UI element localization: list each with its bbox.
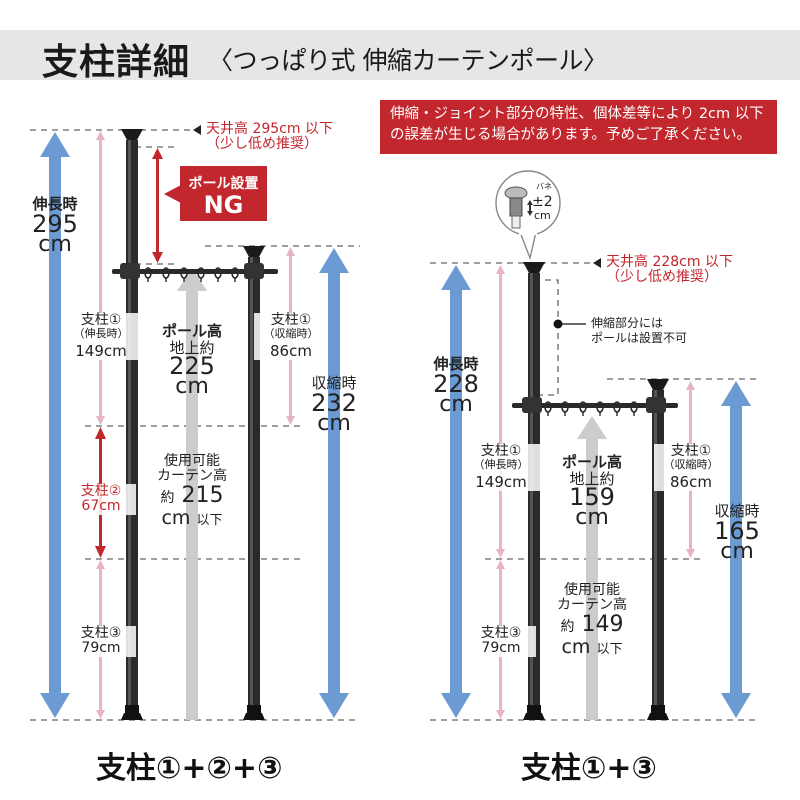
left-pole-ng-badge: ポール設置 NG	[180, 166, 267, 221]
right-diagram	[430, 170, 760, 721]
ng-pointer-icon	[164, 185, 181, 203]
left-pole1-ext-label: 支柱① （伸長時） 149cm	[62, 312, 140, 360]
right-retracted-label: 収縮時 165 cm	[714, 502, 760, 564]
left-extended-label: 伸長時 295 cm	[32, 195, 78, 257]
title-bar	[0, 30, 800, 80]
right-rod-height-arrow-icon	[577, 416, 607, 720]
right-pole3-label: 支柱③ 79cm	[466, 625, 536, 657]
left-curtain-rod	[112, 263, 278, 283]
tolerance-notice: 伸縮・ジョイント部分の特性、個体差等により 2cm 以下 の誤差が生じる場合があ…	[380, 100, 777, 154]
spring-tolerance: ±2 cm	[532, 194, 553, 222]
page-title: 支柱詳細	[42, 42, 191, 83]
right-pole1-ext-arrow-icon	[496, 265, 505, 558]
right-rod-height-label: ポール高 地上約 159 cm	[561, 453, 622, 530]
notice-line-1: 伸縮・ジョイント部分の特性、個体差等により 2cm 以下	[390, 106, 764, 122]
left-caption: 支柱①+②+③	[96, 751, 283, 786]
right-pole1-ext-label: 支柱① （伸長時） 149cm	[462, 443, 540, 491]
extension-callout: 伸縮部分には ポールは設置不可	[591, 316, 688, 345]
right-extended-label: 伸長時 228 cm	[433, 355, 479, 417]
right-ceiling-height: 天井高 228cm 以下 （少し低め推奨）	[606, 254, 733, 286]
page-subtitle: 〈つっぱり式 伸縮カーテンポール〉	[208, 46, 608, 75]
left-rod-height-label: ポール高 地上約 225 cm	[161, 322, 222, 399]
notice-line-2: の誤差が生じる場合があります。予めご了承ください。	[390, 127, 752, 143]
left-ceiling-pointer-icon	[193, 125, 201, 135]
right-pole-b	[647, 379, 669, 720]
left-pole3-label: 支柱③ 79cm	[66, 625, 136, 657]
left-pole1-ext-arrow-icon	[96, 131, 105, 425]
left-pole-b	[243, 246, 265, 720]
left-curtain-height-label: 使用可能 カーテン高 約 215 cm 以下	[157, 453, 227, 529]
left-extended-arrow-icon	[40, 132, 70, 718]
right-pole1-ret-label: 支柱① （収縮時） 86cm	[654, 443, 728, 491]
left-pole2-label: 支柱② 67cm	[66, 483, 136, 515]
left-ceiling-height: 天井高 295cm 以下 （少し低め推奨）	[206, 121, 333, 153]
left-pole-a	[121, 129, 143, 720]
left-rod-height-arrow-icon	[177, 268, 207, 720]
right-curtain-rod	[512, 397, 678, 417]
left-retracted-arrow-icon	[319, 248, 349, 718]
right-curtain-height-label: 使用可能 カーテン高 約 149 cm 以下	[557, 582, 627, 658]
right-retracted-arrow-icon	[721, 381, 751, 718]
right-ceiling-pointer-icon	[593, 258, 601, 268]
spring-label: バネ	[536, 182, 552, 191]
left-diagram	[30, 125, 360, 721]
left-pole1-ret-label: 支柱① （収縮時） 86cm	[254, 312, 328, 360]
left-ng-arrow-icon	[152, 148, 163, 263]
right-caption: 支柱①+③	[521, 751, 657, 786]
right-extended-arrow-icon	[441, 265, 471, 718]
left-retracted-label: 収縮時 232 cm	[311, 374, 357, 436]
spring-bubble	[495, 170, 561, 261]
